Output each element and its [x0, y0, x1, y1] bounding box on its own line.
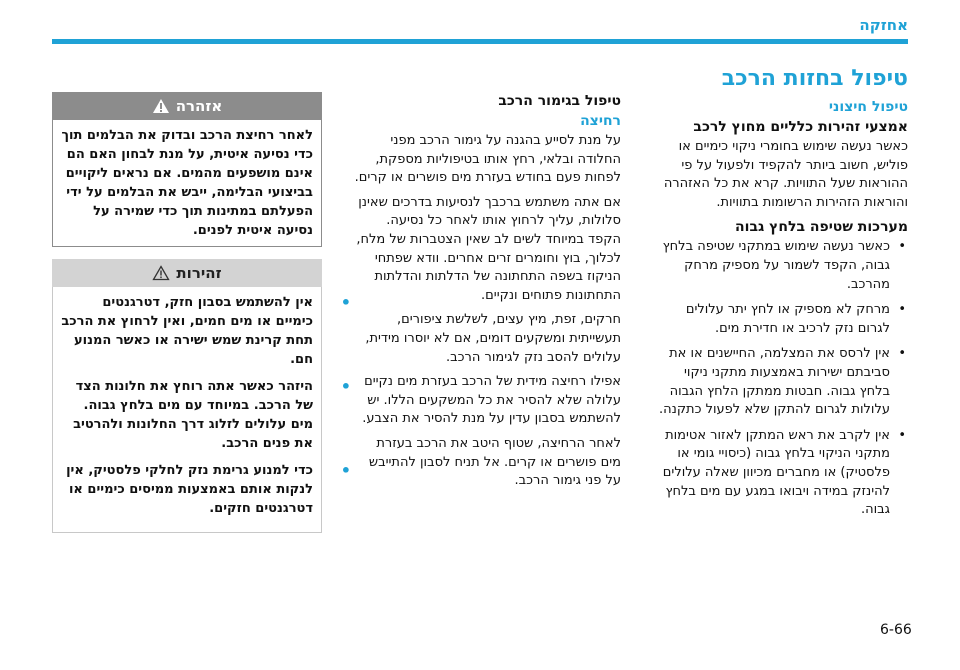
paragraph: על מנת לסייע בהגנה על גימור הרכב מפני הח…	[354, 133, 621, 186]
washing-subheading: רחיצה	[580, 113, 621, 129]
page-number: 6-66	[880, 622, 912, 638]
bullet-icon: •	[898, 346, 906, 362]
warning-header: אזהרה	[52, 92, 322, 120]
bullet-icon: •	[340, 293, 351, 312]
list-item: •כאשר נעשה שימוש במתקני שטיפה בלחץ גבוה,…	[662, 239, 906, 292]
paragraph: לאחר הרחיצה, שטוף היטב את הרכב בעזרת מים…	[368, 435, 621, 489]
caution-list: •אין להשתמש בסבון חזק, דטרגנטים כימיים א…	[61, 293, 351, 518]
warning-title: אזהרה	[175, 97, 223, 115]
caution-body: •אין להשתמש בסבון חזק, דטרגנטים כימיים א…	[52, 287, 351, 533]
list-item: •אין להשתמש בסבון חזק, דטרגנטים כימיים א…	[61, 293, 351, 367]
warning-triangle-icon	[152, 99, 169, 113]
list-item: •אין לרסס את המצלמה, החיישנים או את סביב…	[659, 346, 906, 418]
pressure-wash-heading: מערכות שטיפה בלחץ גבוה	[735, 219, 908, 236]
list-item: •מרחק לא מספיק או לחץ יתר עלולים לגרום נ…	[685, 302, 906, 336]
left-column: אזהרה לאחר רחיצת הרכב ובדוק את הבלמים תו…	[52, 92, 351, 541]
precautions-heading: אמצעי זהירות כלליים מחוץ לרכב	[693, 119, 908, 135]
warning-body: לאחר רחיצת הרכב ובדוק את הבלמים תוך כדי …	[52, 120, 322, 247]
list-item: •כדי למנוע גרימת נזק לחלקי פלסטיק, אין ל…	[66, 461, 351, 516]
bullet-icon: •	[340, 461, 351, 480]
warning-text: לאחר רחיצת הרכב ובדוק את הבלמים תוך כדי …	[61, 128, 313, 238]
bullet-icon: •	[898, 427, 906, 443]
header-rule	[52, 39, 908, 44]
caution-box: זהירות •אין להשתמש בסבון חזק, דטרגנטים כ…	[52, 259, 351, 533]
list-item: •אין לקרב את ראש המתקן לאזור אטימות מתקנ…	[662, 427, 906, 518]
caution-title: זהירות	[176, 264, 222, 282]
bullet-icon: •	[898, 239, 906, 255]
section-title: אחזקה	[859, 16, 908, 34]
bullet-icon: •	[340, 377, 351, 396]
paragraph: אפילו רחיצה מידית של הרכב בעזרת מים נקיי…	[362, 374, 621, 427]
finish-care-heading: טיפול בגימור הרכב	[498, 93, 621, 109]
page-title: טיפול בחזות הרכב	[721, 66, 908, 91]
external-care-heading: טיפול חיצוני	[828, 99, 908, 115]
paragraph: אם אתה משתמש ברכבך לנסיעות בדרכים שאינן …	[356, 194, 621, 303]
list-item: •היזהר כאשר אתה רוחץ את חלונות הצד של הר…	[73, 377, 351, 451]
caution-header: זהירות	[52, 259, 322, 287]
precautions-text: כאשר נעשה שימוש בחומרי ניקוי כימיים או פ…	[663, 139, 908, 210]
paragraph: חרקים, זפת, מיץ עצים, לשלשת ציפורים, תעש…	[365, 312, 621, 365]
caution-triangle-icon	[152, 265, 171, 281]
bullet-icon: •	[898, 302, 906, 318]
right-column: טיפול בחזות הרכב טיפול חיצוני אמצעי זהיר…	[655, 66, 908, 527]
middle-column: טיפול בגימור הרכב רחיצה על מנת לסייע בהג…	[353, 92, 621, 497]
warning-box: אזהרה לאחר רחיצת הרכב ובדוק את הבלמים תו…	[52, 92, 322, 247]
pressure-wash-list: •כאשר נעשה שימוש במתקני שטיפה בלחץ גבוה,…	[655, 238, 908, 519]
